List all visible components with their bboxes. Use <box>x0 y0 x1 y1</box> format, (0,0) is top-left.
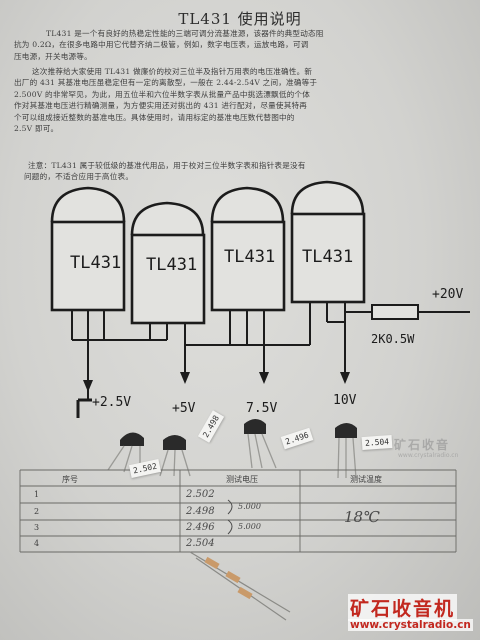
note-line: 注意：TL431 属于较低级的基准代用品，用于校对三位半数字表和指针表是没有 <box>28 161 306 170</box>
note-line: 问题的，不适合应用于高位表。 <box>24 172 134 182</box>
handwritten-value: 2.504 <box>186 538 215 549</box>
output-voltage-label: 10V <box>333 393 357 408</box>
output-voltage-label: 7.5V <box>246 401 277 416</box>
tl431-chip-body <box>210 186 285 223</box>
usage-line: 作对其基准电压进行精确测量，为方便实用还对挑出的 431 进行配对，尽量使其特再 <box>14 101 308 111</box>
chip-label: TL431 <box>302 247 353 267</box>
tl431-component <box>120 419 357 450</box>
tl431-chip-body <box>130 233 206 325</box>
output-arrow <box>83 372 350 392</box>
usage-line: 这次推荐给大家使用 TL431 做廉价的校对三位半及指针万用表的电压准确性。新 <box>32 67 313 76</box>
faint-watermark-url: www.crystalradio.cn <box>398 452 459 459</box>
output-voltage-label: +2.5V <box>92 395 131 410</box>
document-title: TL431 使用说明 <box>178 10 302 28</box>
intro-line: 压电源，开关电源等。 <box>14 51 92 61</box>
table-row-number: 1 <box>34 490 40 499</box>
handwritten-value: 2.498 <box>186 506 215 517</box>
tl431-chip-body <box>50 220 126 312</box>
watermark-brand: 矿石收音机 <box>348 594 458 621</box>
watermark-url: www.crystalradio.cn <box>348 619 473 631</box>
loose-resistor <box>204 556 253 600</box>
component-value-tag: 2.504 <box>361 434 393 451</box>
usage-line: 出厂的 431 其基准电压虽稳定但有一定的离散型，一般在 2.44-2.54V … <box>14 78 318 88</box>
handwritten-temperature: 18℃ <box>344 508 380 526</box>
handwritten-value: 2.502 <box>186 489 215 500</box>
handwritten-note: 5.000 <box>238 522 261 531</box>
usage-paragraph: 这次推荐给大家使用 TL431 做廉价的校对三位半及指针万用表的电压准确性。新 … <box>14 66 317 134</box>
resistor <box>371 304 419 320</box>
faint-watermark: 矿石收音 <box>394 438 451 452</box>
component-leads <box>107 433 357 479</box>
chip-label: TL431 <box>224 247 275 267</box>
tl431-chip-body <box>50 186 126 223</box>
table-header: 测试电压 <box>226 475 258 484</box>
measurement-table <box>19 469 457 553</box>
table-row-number: 3 <box>34 523 40 532</box>
table-header: 测试温度 <box>350 475 382 484</box>
chip-label: TL431 <box>70 253 121 273</box>
handwritten-bracket <box>227 499 233 515</box>
intro-line: 抗为 0.2Ω，在很多电路中用它代替齐纳二极管，例如，数字电压表，运放电路，可调 <box>14 40 309 50</box>
tl431-chip-body <box>130 201 205 236</box>
handwritten-note: 5.000 <box>238 502 261 511</box>
supply-voltage-label: +20V <box>432 287 463 302</box>
handwritten-value: 2.496 <box>186 522 215 533</box>
tl431-chip-body <box>290 180 365 215</box>
handwritten-bracket <box>227 519 233 535</box>
usage-line: 2.500V 的非常罕见，为此，用五位半和六位半数字表从批量产品中挑选漂飘低的个… <box>14 89 311 99</box>
table-row-number: 4 <box>34 539 40 548</box>
note-paragraph: 注意：TL431 属于较低级的基准代用品，用于校对三位半数字表和指针表是没有 问… <box>24 160 306 183</box>
chip-label: TL431 <box>146 255 197 275</box>
output-voltage-label: +5V <box>172 401 196 416</box>
usage-line: 2.5V 即可。 <box>14 124 59 134</box>
usage-line: 个可以组成接近整数的基准电压。具体使用时，请用标定的基准电压数代替图中的 <box>14 112 295 122</box>
table-header: 序号 <box>62 475 78 484</box>
table-row-number: 2 <box>34 507 40 516</box>
resistor-label: 2K0.5W <box>371 332 415 346</box>
intro-paragraph: TL431 是一个有良好的热稳定性能的三端可调分流基准源，该器件的典型动态阻 抗… <box>14 28 324 62</box>
intro-line: TL431 是一个有良好的热稳定性能的三端可调分流基准源，该器件的典型动态阻 <box>46 29 324 38</box>
